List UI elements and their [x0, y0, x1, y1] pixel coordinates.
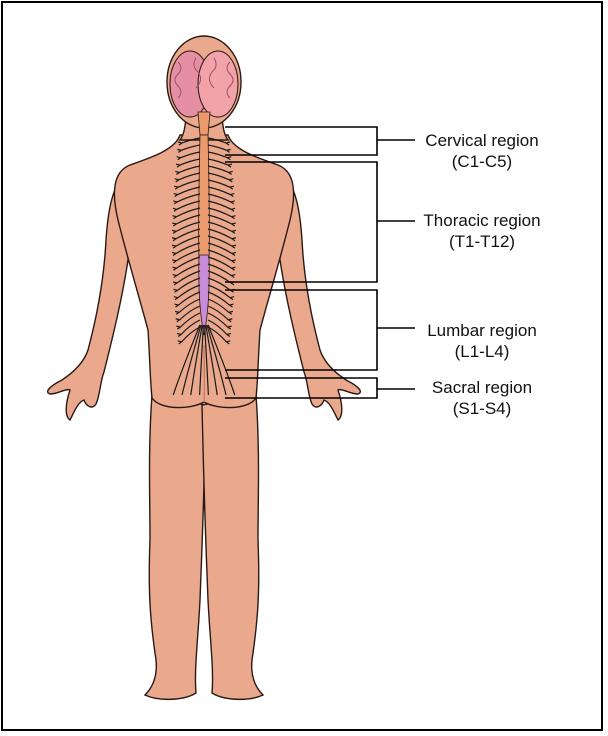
right-leg: [202, 395, 263, 699]
region-name: Lumbar region: [412, 320, 552, 341]
region-label-cervical: Cervical region (C1-C5): [412, 130, 552, 172]
region-name: Sacral region: [412, 377, 552, 398]
region-label-thoracic: Thoracic region (T1-T12): [412, 210, 552, 252]
region-name: Cervical region: [412, 130, 552, 151]
brain: [170, 51, 238, 135]
brainstem: [198, 112, 210, 135]
region-range: (T1-T12): [412, 231, 552, 252]
region-name: Thoracic region: [412, 210, 552, 231]
region-range: (L1-L4): [412, 341, 552, 362]
region-range: (C1-C5): [412, 151, 552, 172]
cervical-bracket: [225, 127, 415, 155]
region-label-sacral: Sacral region (S1-S4): [412, 377, 552, 419]
region-range: (S1-S4): [412, 398, 552, 419]
spinal-cord-upper: [199, 135, 210, 260]
region-label-lumbar: Lumbar region (L1-L4): [412, 320, 552, 362]
left-leg: [145, 395, 206, 699]
